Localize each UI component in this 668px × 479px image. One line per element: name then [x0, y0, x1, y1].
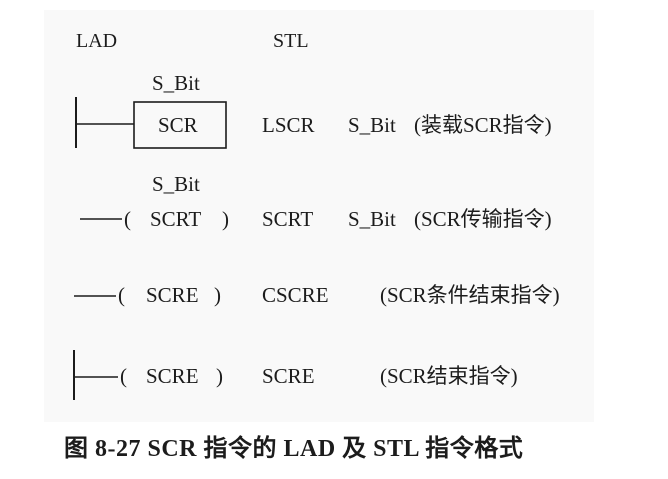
coil-close-4: ) — [216, 364, 223, 388]
desc-2: (SCR传输指令) — [414, 207, 552, 231]
stl-op-3: CSCRE — [262, 283, 329, 307]
lad-header: LAD — [76, 30, 118, 52]
scr-box-label: SCR — [158, 113, 198, 137]
coil-open-4: ( — [120, 364, 127, 388]
stl-arg-2: S_Bit — [348, 207, 396, 231]
coil-label-2: SCRT — [150, 207, 202, 231]
operand-label-1: S_Bit — [152, 71, 200, 95]
stl-op-1: LSCR — [262, 113, 315, 137]
stl-op-2: SCRT — [262, 207, 314, 231]
coil-label-4: SCRE — [146, 364, 199, 388]
scr-box — [133, 101, 227, 149]
stl-op-4: SCRE — [262, 364, 315, 388]
stl-arg-1: S_Bit — [348, 113, 396, 137]
coil-label-3: SCRE — [146, 283, 199, 307]
stl-header: STL — [273, 30, 309, 52]
diagram-panel — [44, 10, 594, 422]
coil-close-3: ) — [214, 283, 221, 307]
coil-open-3: ( — [118, 283, 125, 307]
desc-3: (SCR条件结束指令) — [380, 283, 560, 307]
figure-caption: 图 8-27 SCR 指令的 LAD 及 STL 指令格式 — [64, 436, 524, 462]
operand-label-2: S_Bit — [152, 172, 200, 196]
desc-4: (SCR结束指令) — [380, 364, 518, 388]
desc-1: (装载SCR指令) — [414, 113, 552, 137]
coil-close-2: ) — [222, 207, 229, 231]
coil-open-2: ( — [124, 207, 131, 231]
